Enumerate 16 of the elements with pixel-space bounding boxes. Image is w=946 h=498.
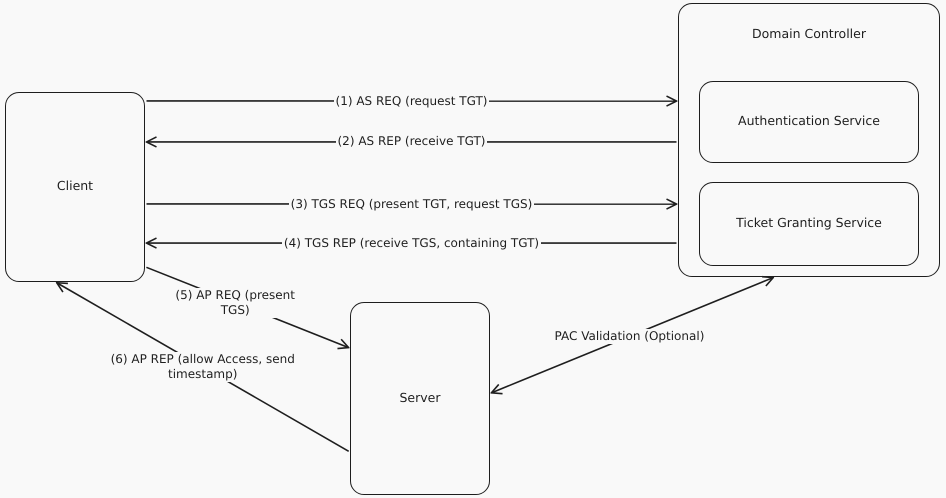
rounded-box bbox=[678, 3, 940, 277]
edge-label: (4) TGS REP (receive TGS, containing TGT) bbox=[282, 236, 542, 251]
box-label: Authentication Service bbox=[737, 113, 881, 128]
box-label: Ticket Granting Service bbox=[735, 215, 883, 230]
arrow bbox=[490, 276, 774, 394]
edge-label: (2) AS REP (receive TGT) bbox=[336, 134, 488, 150]
rounded-box bbox=[5, 92, 145, 282]
edge-label: (3) TGS REQ (present TGT, request TGS) bbox=[288, 196, 534, 212]
service-box bbox=[699, 182, 919, 266]
edge-label: (1) AS REQ (request TGT) bbox=[334, 94, 490, 108]
rounded-box bbox=[350, 302, 490, 495]
service-box bbox=[699, 81, 919, 163]
box-label: Client bbox=[56, 178, 94, 193]
box-label: Server bbox=[398, 390, 442, 404]
edge-label: PAC Validation (Optional) bbox=[552, 328, 706, 344]
box-heading: Domain Controller bbox=[751, 26, 867, 41]
